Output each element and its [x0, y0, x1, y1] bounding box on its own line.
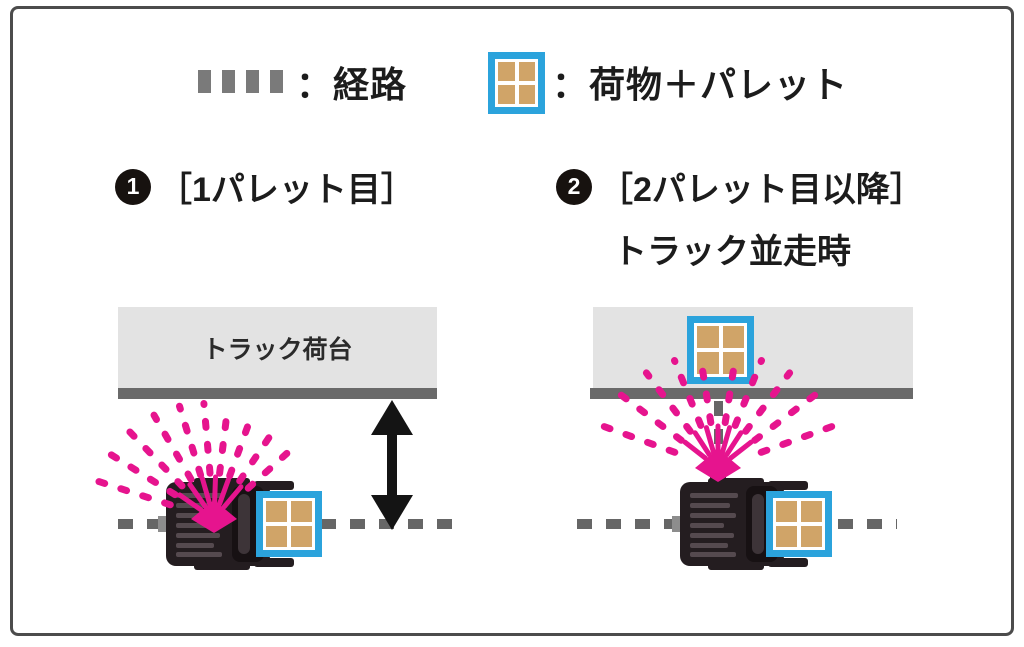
legend-cargo-label: ：荷物＋パレット [552, 64, 849, 105]
pallet-on-forklift-left [256, 491, 322, 557]
truck-bed-left: トラック荷台 [118, 307, 437, 388]
route-dashes-icon [198, 70, 283, 93]
pallet-on-forklift-right [766, 491, 832, 557]
lidar-fan-icon-right [597, 354, 839, 482]
step-1-badge: 1 [115, 168, 151, 205]
legend-route-label: ：経路 [296, 64, 408, 105]
distance-arrow-icon [371, 400, 413, 530]
right-panel-subtitle: トラック並走時 [613, 233, 851, 271]
step-2-badge: 2 [556, 168, 592, 205]
truck-bed-label: トラック荷台 [202, 335, 353, 364]
truck-bed-edge-left [118, 388, 437, 399]
pallet-icon [488, 52, 545, 114]
lidar-fan-icon-left [85, 400, 292, 533]
outer-border [10, 6, 1014, 636]
left-panel-title-text: ［1パレット目］ [158, 171, 415, 209]
left-panel-title: 1 ［1パレット目］ [115, 162, 415, 211]
right-panel-title-text: ［2パレット目以降］ [599, 171, 924, 209]
truck-bed-edge-right [590, 388, 913, 399]
right-panel-title: 2 ［2パレット目以降］ [556, 162, 924, 211]
